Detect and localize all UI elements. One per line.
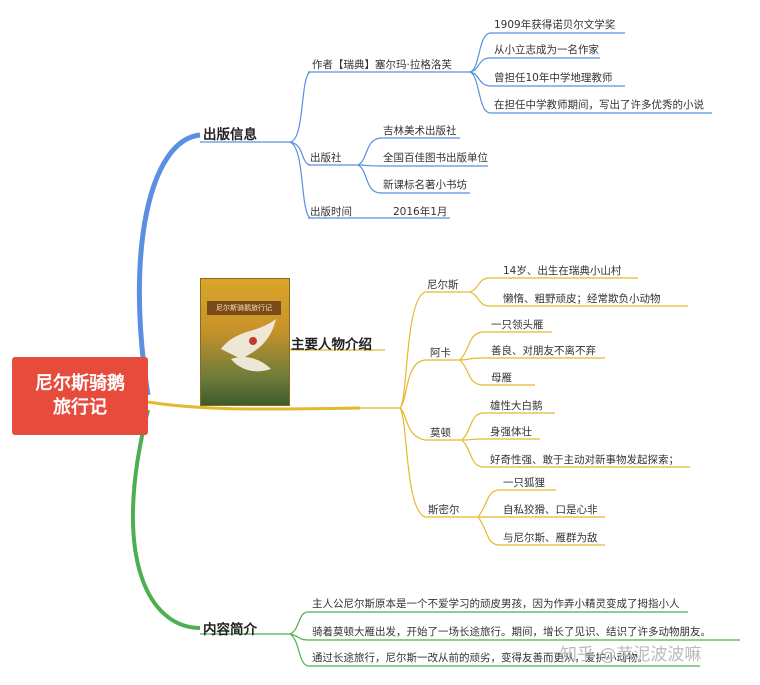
author-fact-2[interactable]: 从小立志成为一名作家 (494, 44, 599, 56)
branch-publish-label[interactable]: 出版信息 (203, 127, 257, 143)
character-akka[interactable]: 阿卡 (430, 347, 451, 359)
book-cover-title: 尼尔斯骑鹅旅行记 (207, 301, 281, 315)
book-cover-image: 尼尔斯骑鹅旅行记 (200, 278, 290, 406)
smirre-trait-2[interactable]: 自私狡猾、口是心非 (503, 504, 598, 516)
author-fact-3[interactable]: 曾担任10年中学地理教师 (494, 72, 613, 84)
morten-trait-1[interactable]: 雄性大白鹅 (490, 400, 543, 412)
publisher-item-3[interactable]: 新课标名著小书坊 (383, 179, 467, 191)
watermark-text: 知乎 @芋泥波波嘛 (560, 645, 702, 665)
root-title-line1: 尼尔斯骑鹅 (35, 373, 125, 394)
publisher-node[interactable]: 出版社 (310, 152, 342, 164)
author-fact-1[interactable]: 1909年获得诺贝尔文学奖 (494, 19, 616, 31)
character-morten[interactable]: 莫顿 (430, 427, 451, 439)
morten-trait-3[interactable]: 好奇性强、敢于主动对新事物发起探索； (490, 454, 679, 466)
publisher-item-2[interactable]: 全国百佳图书出版单位 (383, 152, 488, 164)
root-node[interactable]: 尼尔斯骑鹅 旅行记 (12, 357, 148, 435)
morten-trait-2[interactable]: 身强体壮 (490, 426, 532, 438)
character-nils[interactable]: 尼尔斯 (427, 279, 459, 291)
edge-root-publish (136, 132, 201, 396)
summary-line-2[interactable]: 骑着莫顿大雁出发，开始了一场长途旅行。期间，增长了见识、结识了许多动物朋友。 (312, 626, 711, 638)
akka-trait-3[interactable]: 母雁 (491, 372, 512, 384)
goose-illustration (221, 319, 276, 372)
akka-trait-1[interactable]: 一只领头雁 (491, 319, 544, 331)
publish-time-value[interactable]: 2016年1月 (393, 206, 448, 218)
edge-root-summary (130, 409, 201, 630)
root-title-line2: 旅行记 (53, 397, 107, 418)
akka-trait-2[interactable]: 善良、对朋友不离不弃 (491, 345, 596, 357)
summary-line-3[interactable]: 通过长途旅行，尼尔斯一改从前的顽劣，变得友善而更从，爱护小动物。 (312, 652, 648, 664)
smirre-trait-1[interactable]: 一只狐狸 (503, 477, 545, 489)
publish-author-node[interactable]: 作者【瑞典】塞尔玛·拉格洛芙 (312, 59, 452, 71)
summary-line-1[interactable]: 主人公尼尔斯原本是一个不爱学习的顽皮男孩，因为作弄小精灵变成了拇指小人 (312, 598, 680, 610)
edge-root-characters (147, 400, 361, 411)
nils-trait-2[interactable]: 懒惰、粗野顽皮；经常欺负小动物 (503, 293, 661, 305)
nils-trait-1[interactable]: 14岁、出生在瑞典小山村 (503, 265, 622, 277)
publish-time-node[interactable]: 出版时间 (310, 206, 352, 218)
branch-summary-label[interactable]: 内容简介 (203, 622, 257, 638)
publisher-item-1[interactable]: 吉林美术出版社 (383, 125, 457, 137)
smirre-trait-3[interactable]: 与尼尔斯、雁群为敌 (503, 532, 598, 544)
character-smirre[interactable]: 斯密尔 (428, 504, 460, 516)
author-fact-4[interactable]: 在担任中学教师期间，写出了许多优秀的小说 (494, 99, 704, 111)
branch-characters-label[interactable]: 主要人物介绍 (291, 337, 372, 353)
